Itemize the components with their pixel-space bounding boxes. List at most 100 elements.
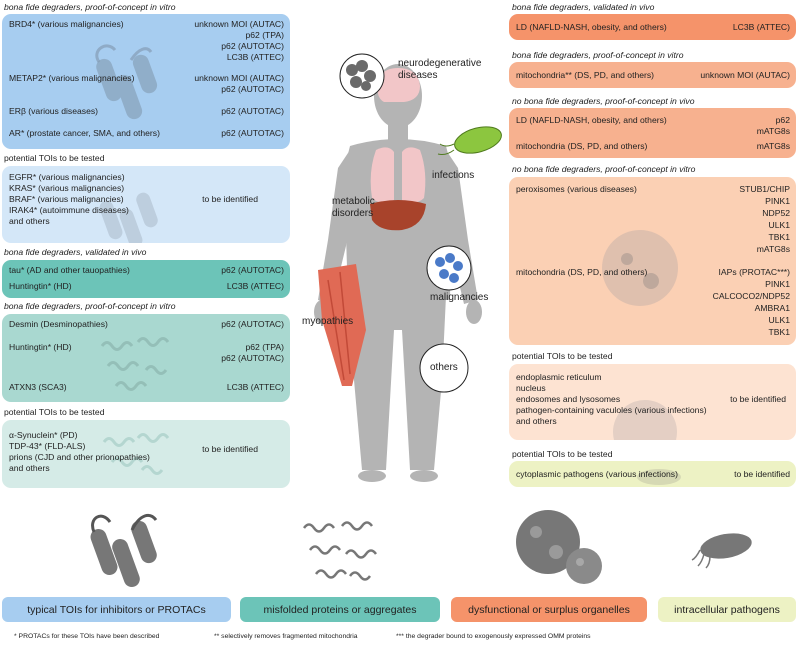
- moi-label: mATG8s: [756, 141, 790, 151]
- toi-others: and others: [516, 416, 557, 426]
- lung-right: [402, 147, 426, 203]
- bacterium-icon: [437, 126, 502, 155]
- left-box-misfolded-potential: α-Synuclein* (PD) TDP-43* (FLD-ALS) prio…: [2, 420, 290, 488]
- right-header-6: potential TOIs to be tested: [512, 449, 613, 459]
- moi-label: p62 (AUTOTAC): [221, 265, 284, 275]
- tumor-cells-icon: [435, 253, 463, 283]
- toi-desmin: Desmin (Desminopathies): [9, 319, 108, 329]
- moi-label: unknown MOI (AUTAC): [194, 19, 284, 29]
- toi-egfr: EGFR* (various malignancies): [9, 172, 125, 182]
- moi-label: p62 (AUTOTAC): [221, 106, 284, 116]
- left-header-4: bona fide degraders, proof-of-concept in…: [4, 301, 176, 311]
- aggregate-icon: [102, 433, 170, 475]
- moi-label: PINK1: [765, 196, 790, 206]
- label-metabolic: metabolic disorders: [332, 196, 375, 219]
- toi-atxn3: ATXN3 (SCA3): [9, 382, 67, 392]
- toi-prions: prions (CJD and other prionopathies): [9, 452, 150, 462]
- moi-label: p62 (AUTOTAC): [221, 128, 284, 138]
- human-body-illustration: [314, 53, 502, 482]
- footnote-1: * PROTACs for these TOIs have been descr…: [14, 633, 160, 640]
- moi-label: to be identified: [202, 444, 258, 454]
- liver-organ: [370, 200, 426, 231]
- toi-tdp43: TDP-43* (FLD-ALS): [9, 441, 86, 451]
- footnote-2: ** selectively removes fragmented mitoch…: [214, 633, 358, 640]
- malignancies-circle: [426, 245, 472, 291]
- left-header-2: potential TOIs to be tested: [4, 153, 105, 163]
- neuro-aggregate-icon: [346, 60, 376, 91]
- right-box-organelle-in-vitro: mitochondria** (DS, PD, and others) unkn…: [509, 62, 796, 88]
- moi-label: p62 (TPA): [245, 342, 284, 352]
- footnote-3: *** the degrader bound to exogenously ex…: [396, 633, 591, 640]
- label-myopathies: myopathies: [302, 316, 354, 327]
- legend-misfolded-proteins: misfolded proteins or aggregates: [240, 597, 440, 622]
- toi-others: and others: [9, 216, 50, 226]
- aggregate-icon: [302, 521, 378, 581]
- organelle-icon: [602, 230, 678, 306]
- toi-mitochondria: mitochondria** (DS, PD, and others): [516, 70, 655, 80]
- moi-label: to be identified: [202, 194, 258, 204]
- protein-helix-icon: [95, 44, 158, 120]
- moi-label: ULK1: [768, 220, 791, 230]
- moi-label: TBK1: [768, 327, 791, 337]
- moi-label: p62 (AUTOTAC): [221, 84, 284, 94]
- toi-pcv: pathogen-containing vaculoles (various i…: [516, 405, 707, 415]
- moi-label: to be identified: [730, 394, 786, 404]
- right-box-no-degraders-in-vivo: LD (NAFLD-NASH, obesity, and others) p62…: [509, 108, 796, 158]
- moi-label: CALCOCO2/NDP52: [712, 291, 790, 301]
- moi-label: PINK1: [765, 279, 790, 289]
- pathogen-icon: [637, 469, 681, 485]
- lung-left: [370, 147, 394, 203]
- right-header-3: no bona fide degraders, proof-of-concept…: [512, 96, 695, 106]
- toi-huntingtin: Huntingtin* (HD): [9, 342, 72, 352]
- toi-cytoplasmic-pathogens: cytoplasmic pathogens (various infection…: [516, 469, 678, 479]
- toi-brd4: BRD4* (various malignancies): [9, 19, 124, 29]
- toi-ld: LD (NAFLD-NASH, obesity, and others): [516, 22, 667, 32]
- organelle-icon: [613, 400, 677, 440]
- moi-label: LC3B (ATTEC): [226, 52, 284, 62]
- moi-label: p62 (AUTOTAC): [221, 319, 284, 329]
- legend-organelles: dysfunctional or surplus organelles: [451, 597, 647, 622]
- moi-label: NDP52: [762, 208, 790, 218]
- toi-ar: AR* (prostate cancer, SMA, and others): [9, 128, 160, 138]
- right-box-no-degraders-in-vitro: peroxisomes (various diseases) STUB1/CHI…: [509, 177, 796, 345]
- toi-alpha-synuclein: α-Synuclein* (PD): [9, 430, 78, 440]
- toi-ld: LD (NAFLD-NASH, obesity, and others): [516, 115, 667, 125]
- moi-label: AMBRA1: [754, 303, 790, 313]
- toi-irak4: IRAK4* (autoimmune diseases): [9, 205, 129, 215]
- others-circle: [419, 343, 469, 393]
- moi-label: p62: [775, 115, 790, 125]
- toi-tau: tau* (AD and other tauopathies): [9, 265, 130, 275]
- toi-others: and others: [9, 463, 50, 473]
- moi-label: p62 (TPA): [245, 30, 284, 40]
- moi-label: LC3B (ATTEC): [226, 281, 284, 291]
- aggregate-icon: [100, 337, 170, 391]
- toi-mitochondria: mitochondria (DS, PD, and others): [516, 141, 648, 151]
- organelle-icon: [516, 510, 602, 584]
- left-header-5: potential TOIs to be tested: [4, 407, 105, 417]
- toi-nucleus: nucleus: [516, 383, 546, 393]
- toi-peroxisomes: peroxisomes (various diseases): [516, 184, 637, 194]
- label-neurodegenerative: neurodegenerative diseases: [398, 58, 482, 81]
- moi-label: LC3B (ATTEC): [226, 382, 284, 392]
- protein-icon: [90, 513, 158, 587]
- right-header-1: bona fide degraders, validated in vivo: [512, 2, 655, 12]
- right-header-4: no bona fide degraders, proof-of-concept…: [512, 164, 696, 174]
- left-box-typical-potential: EGFR* (various malignancies) KRAS* (vari…: [2, 166, 290, 243]
- left-box-typical-in-vitro: BRD4* (various malignancies) unknown MOI…: [2, 14, 290, 149]
- right-box-organelle-in-vivo: LD (NAFLD-NASH, obesity, and others) LC3…: [509, 14, 796, 40]
- moi-label: IAPs (PROTAC***): [718, 267, 790, 277]
- moi-label: STUB1/CHIP: [739, 184, 790, 194]
- left-header-1: bona fide degraders, proof-of-concept in…: [4, 2, 176, 12]
- legend-pathogens: intracellular pathogens: [658, 597, 796, 622]
- right-box-pathogen-potential: cytoplasmic pathogens (various infection…: [509, 461, 796, 487]
- left-box-misfolded-in-vitro: Desmin (Desminopathies) p62 (AUTOTAC) Hu…: [2, 314, 290, 402]
- moi-label: mATG8s: [756, 244, 790, 254]
- protein-helix-icon: [99, 192, 158, 243]
- pathogen-icon: [691, 533, 752, 569]
- moi-label: TBK1: [768, 232, 791, 242]
- moi-label: unknown MOI (AUTAC): [700, 70, 790, 80]
- moi-label: p62 (AUTOTAC): [221, 353, 284, 363]
- right-header-2: bona fide degraders, proof-of-concept in…: [512, 50, 684, 60]
- moi-label: ULK1: [768, 315, 791, 325]
- toi-er: endoplasmic reticulum: [516, 372, 602, 382]
